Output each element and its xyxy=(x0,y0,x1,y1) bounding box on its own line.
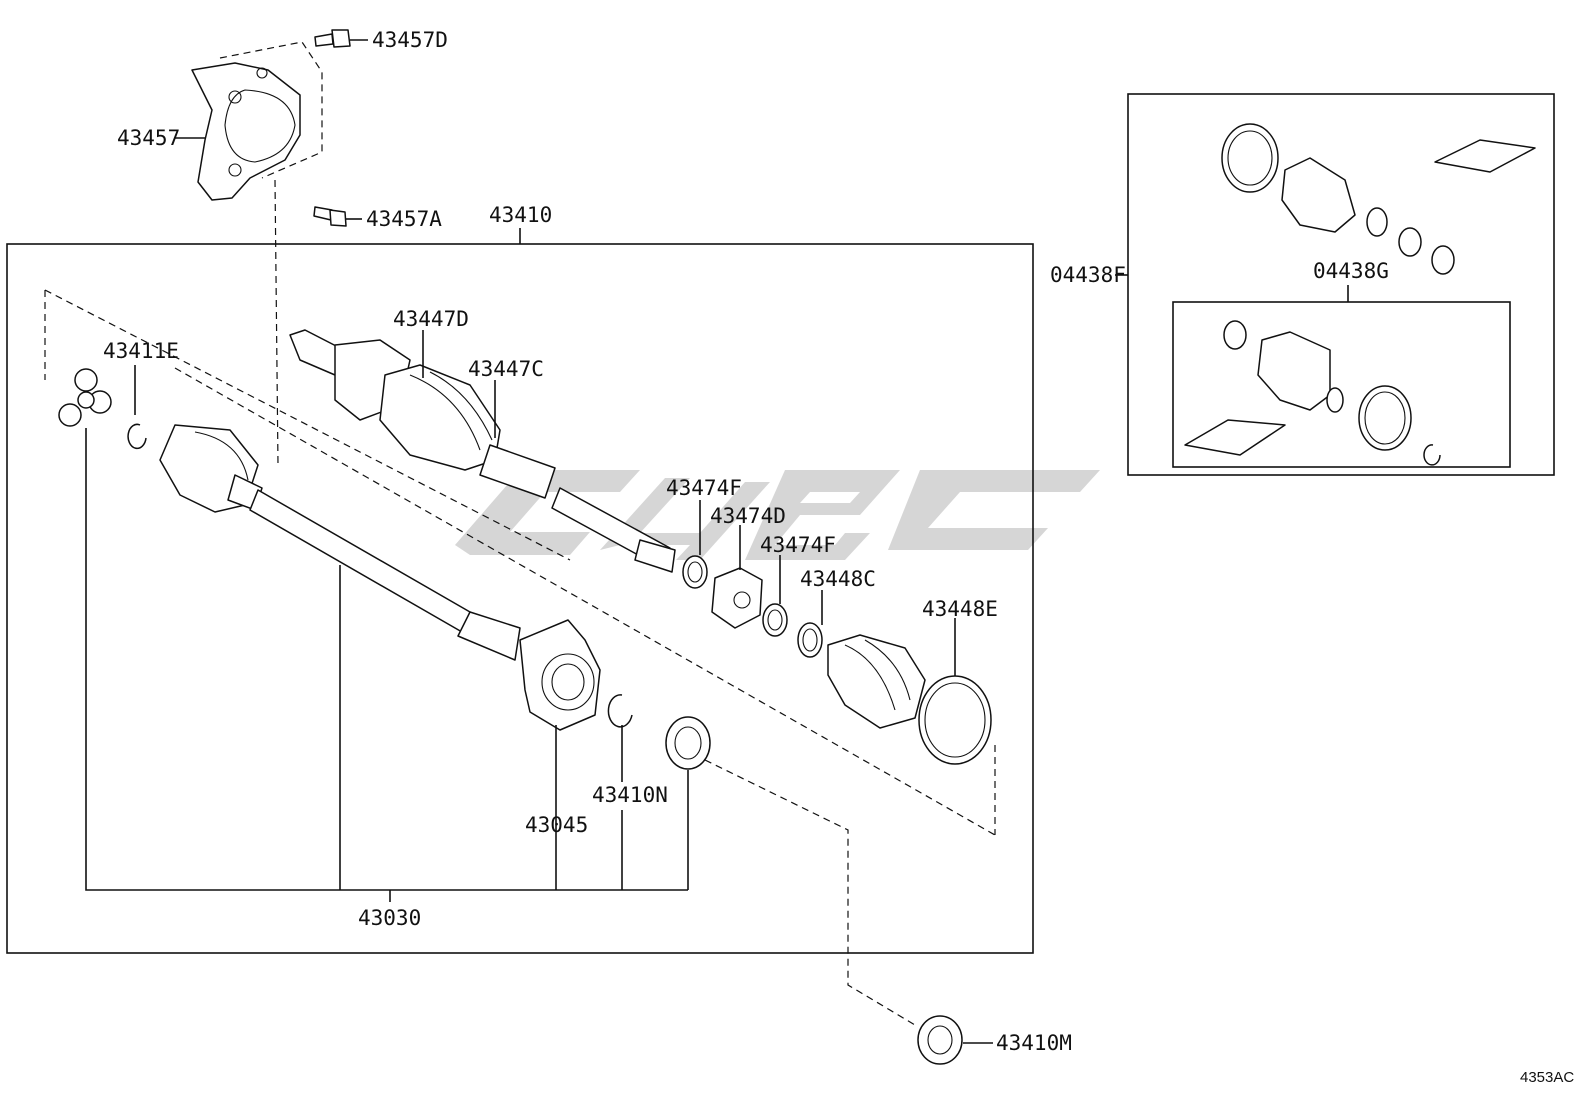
inner-boot xyxy=(827,634,926,729)
label-43410M: 43410M xyxy=(996,1031,1072,1055)
label-43474F-b: 43474F xyxy=(760,533,836,557)
intermediate-shaft xyxy=(551,487,676,573)
clamp-43474F-a xyxy=(682,555,708,589)
figure-code: 4353AC xyxy=(1520,1069,1574,1086)
snap-ring-43410N xyxy=(607,694,633,728)
label-43410N: 43410N xyxy=(592,783,668,807)
kit-04438G-parts xyxy=(1184,320,1441,466)
label-43448E: 43448E xyxy=(922,597,998,621)
label-43474F-a: 43474F xyxy=(666,476,742,500)
seal-43410M xyxy=(917,1015,963,1065)
label-43457: 43457 xyxy=(117,126,180,150)
bolt-43457D xyxy=(314,29,351,48)
label-04438G: 04438G xyxy=(1313,259,1389,283)
label-43447D: 43447D xyxy=(393,307,469,331)
label-43448C: 43448C xyxy=(800,567,876,591)
label-04438F: 04438F xyxy=(1050,263,1126,287)
seal-ring xyxy=(665,716,711,770)
label-43447C: 43447C xyxy=(468,357,544,381)
kit-04438F-box xyxy=(1127,93,1555,476)
label-43030: 43030 xyxy=(358,906,421,930)
label-43474D: 43474D xyxy=(710,504,786,528)
bracket-43457 xyxy=(191,62,301,201)
label-43410: 43410 xyxy=(489,203,552,227)
label-43457D: 43457D xyxy=(372,28,448,52)
kit-04438G-box xyxy=(1172,301,1511,468)
outer-joint-assembly xyxy=(289,329,556,499)
tripod-joint xyxy=(58,368,112,427)
snap-ring-43411E xyxy=(127,423,147,450)
clamp-43474F-b xyxy=(762,603,788,637)
label-43457A: 43457A xyxy=(366,207,442,231)
label-43411E: 43411E xyxy=(103,339,179,363)
bolt-43457A xyxy=(313,206,347,227)
inner-joint-shaft xyxy=(159,424,521,661)
bearing-bracket-43045 xyxy=(519,619,601,731)
clamp-43448C xyxy=(797,622,823,658)
damper-43474D xyxy=(711,567,763,629)
kit-04438F-parts xyxy=(1221,123,1536,275)
clamp-43448E xyxy=(918,675,992,765)
